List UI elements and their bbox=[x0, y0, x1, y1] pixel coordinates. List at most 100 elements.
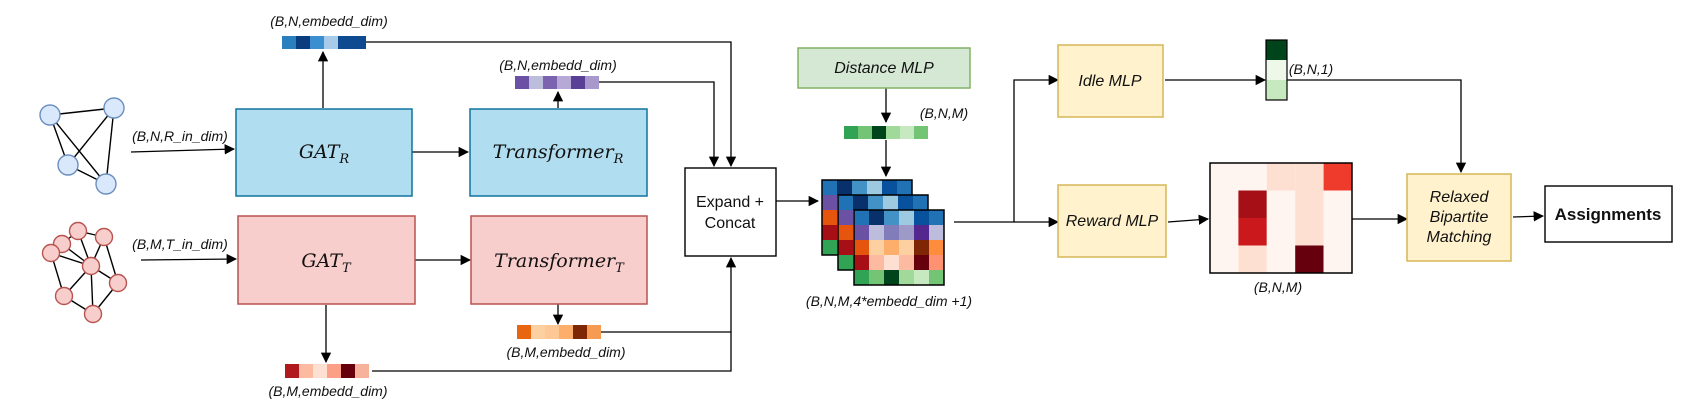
graph-node bbox=[83, 304, 103, 324]
transformer-r-box: TransformerR bbox=[469, 108, 648, 197]
graph-r-icon bbox=[39, 97, 125, 195]
reward-heatmap bbox=[1209, 162, 1353, 274]
strip-cell bbox=[313, 364, 327, 378]
graph-node bbox=[54, 286, 74, 306]
matching-label-line2: Bipartite bbox=[1430, 209, 1489, 226]
idle-mlp-box: Idle MLP bbox=[1057, 44, 1164, 118]
svg-text:TransformerT: TransformerT bbox=[494, 250, 625, 276]
graph-node bbox=[95, 173, 117, 195]
heatmap-cell bbox=[1210, 245, 1239, 273]
strip-cell bbox=[559, 325, 573, 339]
transformer-t-label: Transformer bbox=[494, 250, 617, 272]
tensor-cell bbox=[822, 195, 837, 210]
graph-node bbox=[68, 221, 88, 241]
strip-cell bbox=[1266, 80, 1287, 100]
expand-label-line1: Expand + bbox=[696, 194, 764, 211]
transformer-r-label: Transformer bbox=[493, 141, 616, 163]
graph-node bbox=[94, 227, 114, 247]
heatmap-cell bbox=[1238, 190, 1267, 218]
tensor-cell bbox=[868, 195, 883, 210]
transformer-t-box: TransformerT bbox=[470, 215, 648, 305]
tensor-cell bbox=[914, 270, 929, 285]
tensor-cell bbox=[854, 270, 869, 285]
tensor-cell bbox=[882, 180, 897, 195]
tensor-cell bbox=[838, 240, 853, 255]
strip-cell bbox=[858, 126, 872, 139]
tensor-cell bbox=[913, 195, 928, 210]
svg-text:GATT: GATT bbox=[301, 250, 352, 276]
idle-output-strip bbox=[1265, 39, 1288, 101]
strip-cell bbox=[545, 325, 559, 339]
strip-cell bbox=[310, 36, 324, 49]
tensor-cell bbox=[884, 210, 899, 225]
heatmap-cell bbox=[1266, 190, 1296, 218]
heatmap-cell bbox=[1210, 218, 1239, 246]
tensor-cell bbox=[822, 180, 837, 195]
heatmap-cell bbox=[1323, 163, 1352, 191]
expand-concat-box: Expand + Concat bbox=[684, 167, 777, 257]
matching-box: Relaxed Bipartite Matching bbox=[1406, 173, 1512, 262]
m-embedding-transformer-strip bbox=[517, 325, 601, 339]
tensor-cell bbox=[883, 195, 898, 210]
heatmap-outline bbox=[1209, 162, 1353, 274]
tensor-cell bbox=[929, 210, 944, 225]
shape-label-m-emb-bottom: (B,M,embedd_dim) bbox=[268, 383, 387, 399]
tensor-cell bbox=[854, 240, 869, 255]
reward-mlp-label: Reward MLP bbox=[1066, 213, 1159, 230]
tensor-cell bbox=[822, 240, 837, 255]
tensor-cell bbox=[854, 210, 869, 225]
tensor-layer bbox=[853, 209, 945, 286]
strip-cell bbox=[543, 76, 557, 89]
strip-outline bbox=[1265, 39, 1288, 101]
heatmap-cell bbox=[1238, 163, 1267, 191]
tensor-cell bbox=[822, 210, 837, 225]
strip-cell bbox=[355, 364, 369, 378]
heatmap-cell bbox=[1266, 163, 1296, 191]
graph-node bbox=[81, 256, 101, 276]
n-embedding-top-strip bbox=[282, 36, 366, 49]
distance-output-strip bbox=[844, 126, 928, 139]
tensor-cell bbox=[884, 240, 899, 255]
tensor-cell bbox=[869, 240, 884, 255]
strip-cell bbox=[296, 36, 310, 49]
tensor-cell bbox=[869, 210, 884, 225]
heatmap-cell bbox=[1295, 163, 1324, 191]
tensor-cell bbox=[884, 255, 899, 270]
tensor-cell bbox=[869, 225, 884, 240]
strip-cell bbox=[872, 126, 886, 139]
tensor-cell bbox=[884, 270, 899, 285]
strip-cell bbox=[914, 126, 928, 139]
tensor-cell bbox=[929, 240, 944, 255]
strip-cell bbox=[1266, 60, 1287, 80]
tensor-cell bbox=[898, 195, 913, 210]
strip-cell bbox=[285, 364, 299, 378]
gat-t-box: GATT bbox=[237, 215, 416, 305]
tensor-cell bbox=[914, 210, 929, 225]
tensor-cell bbox=[929, 225, 944, 240]
shape-label-stacked: (B,N,M,4*embedd_dim +1) bbox=[806, 293, 972, 309]
strip-cell bbox=[844, 126, 858, 139]
m-embedding-bottom-strip bbox=[285, 364, 369, 378]
gat-r-label: GAT bbox=[299, 141, 341, 163]
strip-cell bbox=[571, 76, 585, 89]
gat-t-subscript: T bbox=[342, 261, 352, 276]
strip-cell bbox=[900, 126, 914, 139]
transformer-r-subscript: R bbox=[613, 152, 624, 167]
matching-label-line3: Matching bbox=[1427, 229, 1492, 246]
tensor-cell bbox=[914, 240, 929, 255]
tensor-cell bbox=[852, 180, 867, 195]
shape-label-t-in: (B,M,T_in_dim) bbox=[132, 236, 228, 252]
shape-label-reward: (B,N,M) bbox=[1254, 279, 1302, 295]
gat-r-subscript: R bbox=[338, 152, 349, 167]
graph-node bbox=[57, 154, 79, 176]
strip-cell bbox=[557, 76, 571, 89]
strip-cell bbox=[529, 76, 543, 89]
tensor-cell bbox=[897, 180, 912, 195]
heatmap-cell bbox=[1210, 163, 1239, 191]
graph-t-icon bbox=[41, 221, 128, 324]
assignments-label: Assignments bbox=[1555, 205, 1662, 224]
heatmap-cell bbox=[1266, 218, 1296, 246]
distance-mlp-label: Distance MLP bbox=[834, 60, 934, 77]
strip-cell bbox=[515, 76, 529, 89]
gat-r-box: GATR bbox=[235, 108, 413, 197]
